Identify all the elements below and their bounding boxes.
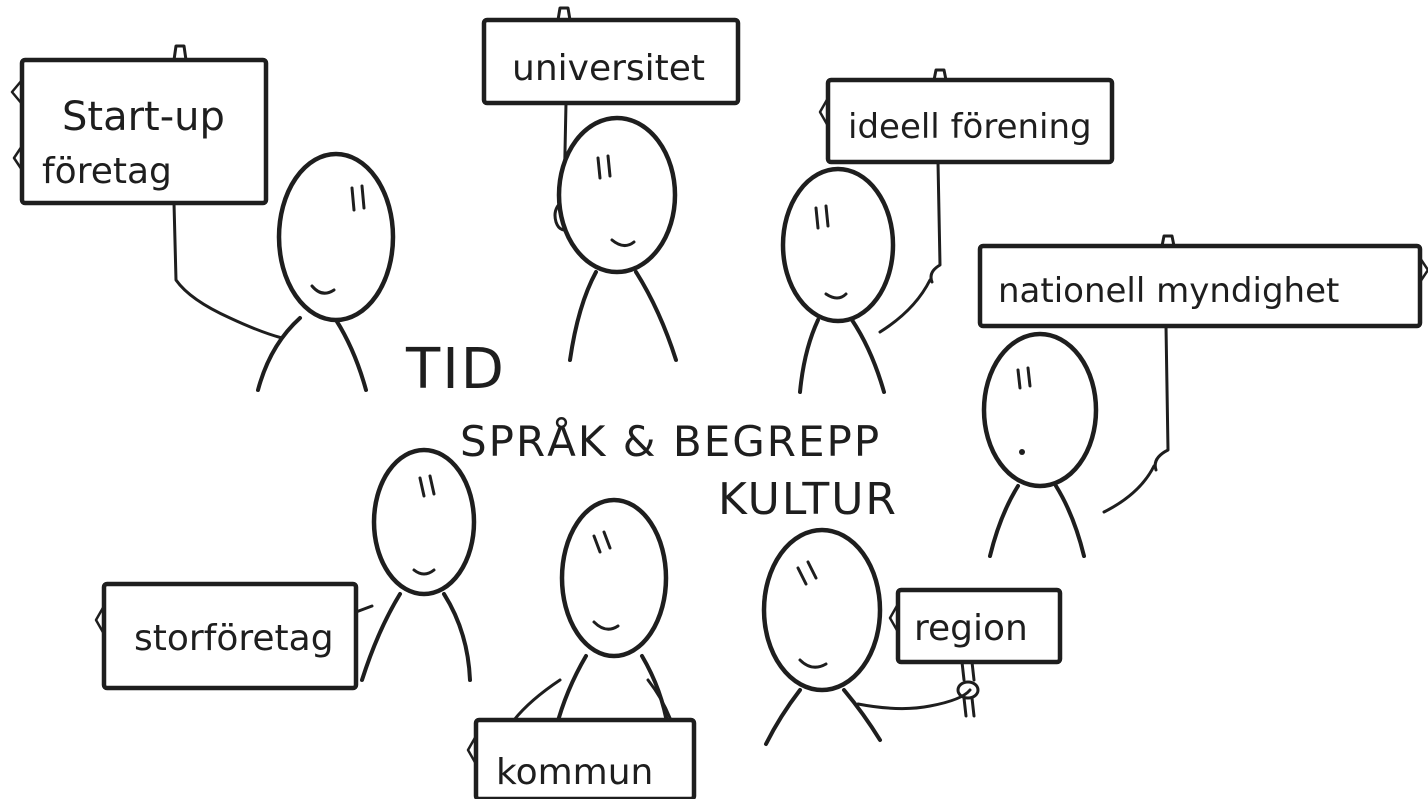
- sign-storforetag-board: [101, 581, 359, 691]
- head: [371, 447, 477, 597]
- sign-universitet-board: [481, 17, 741, 106]
- head: [761, 527, 883, 693]
- figure-nationell: nationell myndighet: [977, 234, 1428, 558]
- head: [780, 166, 896, 324]
- head: [981, 331, 1099, 489]
- sign-startup-line2: företag: [42, 151, 172, 192]
- sign-startup-line1: Start-up: [62, 94, 225, 140]
- sign-ideell-text: ideell förening: [848, 107, 1092, 147]
- head: [276, 151, 396, 323]
- sign-kommun-board: [473, 717, 697, 799]
- sign-region-text: region: [914, 608, 1028, 649]
- figure-storforetag: storföretag: [94, 447, 477, 691]
- figure-universitet: universitet: [481, 6, 741, 362]
- sign-universitet-text: universitet: [512, 48, 705, 89]
- figure-kommun: kommun: [466, 497, 697, 799]
- center-word-sprak-begrepp: SPRÅK & BEGREPP: [460, 416, 881, 466]
- center-word-tid: TID: [405, 337, 506, 402]
- figure-startup: Start-up företag: [10, 44, 396, 392]
- figure-ideell: ideell förening: [780, 68, 1115, 394]
- sign-ideell-board: [825, 77, 1115, 165]
- sign-startup-board: [19, 57, 269, 206]
- sign-kommun-text: kommun: [496, 752, 653, 793]
- head: [556, 115, 678, 275]
- sign-region-board: [895, 587, 1063, 665]
- figure-region: region: [761, 527, 1063, 746]
- center-word-kultur: KULTUR: [718, 474, 898, 525]
- sign-nationell-text: nationell myndighet: [998, 271, 1339, 311]
- sign-storforetag-text: storföretag: [134, 618, 334, 659]
- sign-nationell-board: [977, 243, 1423, 329]
- head: [559, 497, 669, 659]
